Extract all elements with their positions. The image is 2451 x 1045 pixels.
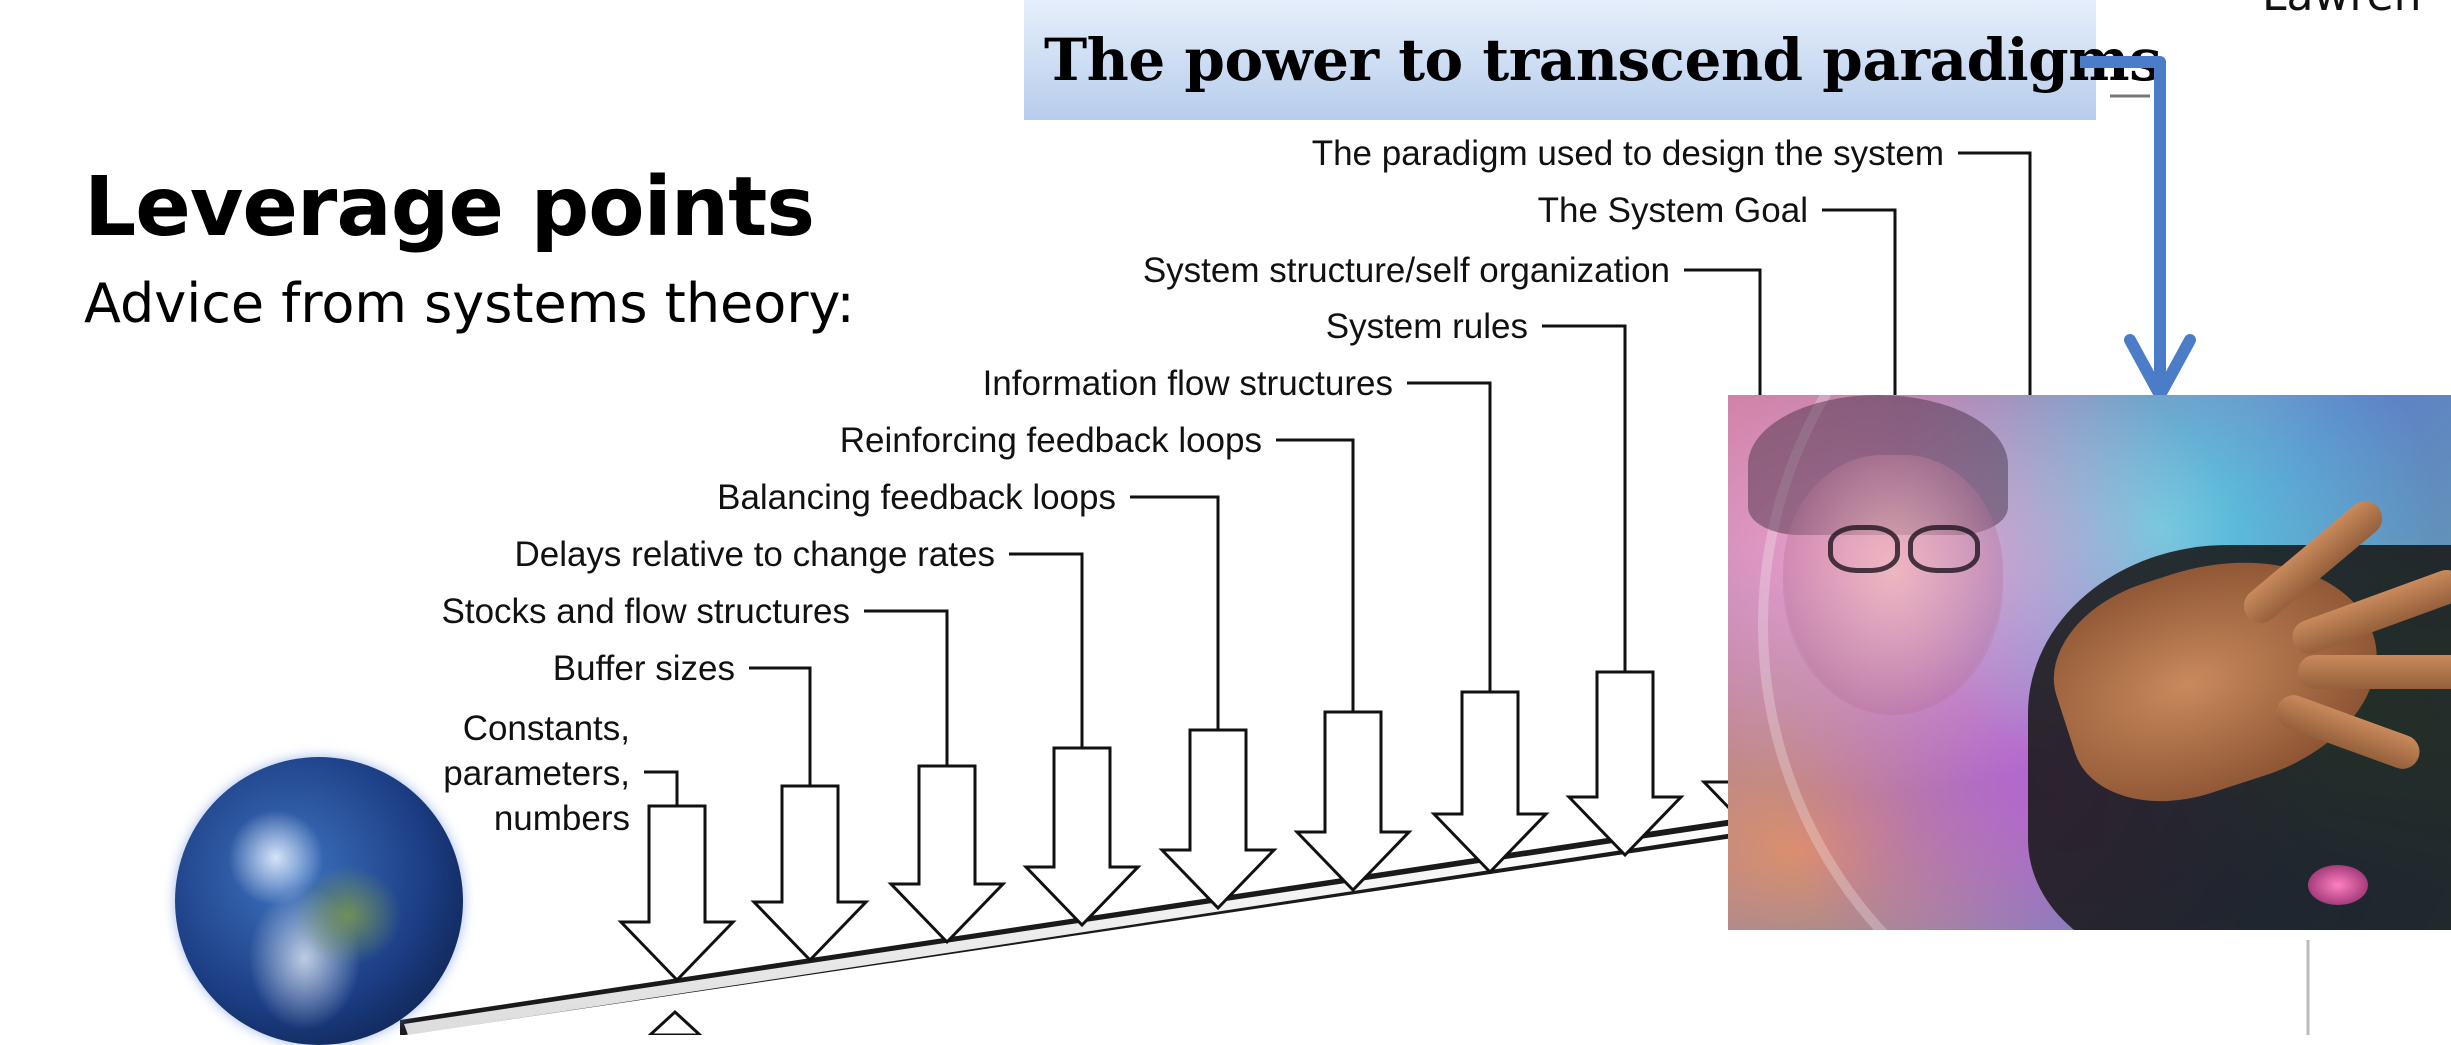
connector-stocks-and-flow-structures bbox=[864, 609, 949, 766]
label-balancing-feedback-loops: Balancing feedback loops bbox=[717, 478, 1116, 517]
arrow-constants-parameters-numbers bbox=[617, 804, 737, 983]
connector-constants-parameters-numbers bbox=[644, 770, 679, 806]
connector-system-rules bbox=[1542, 324, 1627, 672]
arrow-balancing-feedback-loops bbox=[1158, 728, 1278, 911]
label-system-structure-self-organization: System structure/self organization bbox=[1143, 251, 1670, 290]
label-system-rules: System rules bbox=[1326, 307, 1528, 346]
label-buffer-sizes: Buffer sizes bbox=[553, 649, 735, 688]
arrow-reinforcing-feedback-loops bbox=[1293, 710, 1413, 893]
banner-arrow bbox=[2080, 56, 2166, 385]
fulcrum bbox=[647, 1009, 703, 1035]
arrow-buffer-sizes bbox=[750, 784, 870, 963]
person-with-soap-bubble-photo bbox=[1728, 395, 2451, 930]
label-the-paradigm-used-to-design-the-system: The paradigm used to design the system bbox=[1312, 134, 1944, 173]
label-stocks-and-flow-structures: Stocks and flow structures bbox=[442, 592, 851, 631]
arrow-system-rules bbox=[1565, 670, 1685, 858]
slide-subtitle: Advice from systems theory: bbox=[84, 272, 855, 335]
connector-delays-relative-to-change-rates bbox=[1009, 552, 1084, 748]
earth-globe bbox=[175, 757, 463, 1045]
connector-balancing-feedback-loops bbox=[1130, 495, 1220, 730]
arrow-delays-relative-to-change-rates bbox=[1022, 746, 1142, 928]
slide-title: Leverage points bbox=[84, 160, 815, 255]
label-the-system-goal: The System Goal bbox=[1538, 191, 1808, 230]
arrow-stocks-and-flow-structures bbox=[887, 764, 1007, 945]
arrow-information-flow-structures bbox=[1430, 690, 1550, 875]
label-reinforcing-feedback-loops: Reinforcing feedback loops bbox=[840, 421, 1262, 460]
corner-author-text: Lawren bbox=[2262, 0, 2422, 21]
connector-buffer-sizes bbox=[749, 666, 812, 786]
connector-reinforcing-feedback-loops bbox=[1276, 438, 1355, 712]
paradigm-banner: The power to transcend paradigms bbox=[1024, 0, 2162, 120]
banner-text: The power to transcend paradigms bbox=[1044, 26, 2162, 94]
label-information-flow-structures: Information flow structures bbox=[983, 364, 1393, 403]
label-constants-parameters-numbers: Constants,parameters,numbers bbox=[443, 709, 630, 838]
connector-information-flow-structures bbox=[1407, 381, 1492, 692]
label-delays-relative-to-change-rates: Delays relative to change rates bbox=[514, 535, 995, 574]
